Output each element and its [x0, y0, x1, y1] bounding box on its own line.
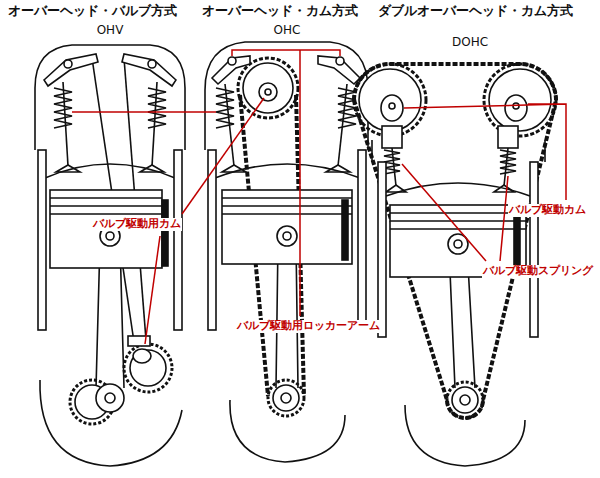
- valve-stem: [338, 84, 347, 166]
- title-text: ダブルオーバーヘッド・カム方式: [378, 4, 573, 19]
- camshaft: [259, 83, 277, 101]
- valve-spring: [216, 88, 234, 128]
- combustion-chamber: [45, 164, 175, 178]
- engine-type: DOHC: [452, 36, 488, 50]
- cam-sprocket: [238, 58, 298, 118]
- rocker-arm: [44, 54, 98, 86]
- crank-weight: [405, 405, 525, 466]
- camshaft: [265, 89, 271, 95]
- combustion-chamber: [215, 164, 360, 178]
- leader-lines: [72, 50, 566, 344]
- camshaft: [389, 103, 395, 109]
- part-label: バルブ駆動スプリング: [482, 265, 594, 278]
- piston-pin: [454, 240, 462, 248]
- tappet: [128, 336, 150, 346]
- piston-ring: [222, 198, 352, 214]
- cylinder-wall: [530, 162, 538, 337]
- camshaft: [381, 95, 403, 121]
- engine-type: OHV: [97, 24, 124, 38]
- rocker-arm: [212, 56, 250, 84]
- valve-stem: [392, 148, 396, 186]
- leader-line: [145, 236, 160, 344]
- crank-sprocket: [452, 387, 478, 413]
- crank-sprocket: [268, 380, 304, 416]
- leader-line: [402, 164, 486, 261]
- title-text: オーバーヘッド・カム方式: [202, 4, 358, 19]
- leader-line: [72, 111, 216, 113]
- cam-lobe: [133, 349, 151, 363]
- combustion-chamber: [386, 183, 530, 196]
- rocker-pivot: [336, 57, 344, 65]
- valve-stem: [63, 82, 68, 166]
- rocker-pivot: [64, 60, 72, 68]
- engine-type: OHC: [274, 24, 301, 38]
- valve-spring: [338, 88, 356, 128]
- valve-stem: [225, 84, 234, 166]
- piston-pin: [283, 232, 291, 240]
- cylinder-liner: [162, 200, 168, 266]
- crankshaft: [96, 384, 124, 412]
- crankshaft: [281, 393, 291, 403]
- crank-sprocket: [447, 382, 483, 418]
- piston-pin: [277, 226, 297, 246]
- part-label: バルブ駆動カム: [508, 204, 587, 217]
- valve-stem: [152, 82, 157, 166]
- cylinder-head: [205, 42, 368, 150]
- cylinder-wall: [208, 150, 216, 330]
- piston: [222, 190, 352, 264]
- cam-gear: [130, 350, 166, 386]
- leader-line: [404, 104, 566, 200]
- cylinder-wall: [38, 150, 46, 330]
- cam-sprocket: [489, 69, 551, 131]
- cylinder-wall: [358, 150, 366, 330]
- ohv-engine: [35, 45, 185, 466]
- part-label: バルブ駆動用カム: [92, 218, 182, 231]
- ohc-engine: [205, 42, 368, 462]
- tappet: [498, 126, 518, 148]
- piston-pin: [106, 232, 114, 240]
- cylinder-wall: [378, 162, 386, 337]
- cam-sprocket: [359, 69, 421, 131]
- rocker-arm: [122, 54, 176, 86]
- crank-weight: [40, 380, 182, 466]
- camshaft: [505, 95, 527, 121]
- leader-line: [182, 98, 264, 214]
- tappet: [382, 126, 402, 148]
- cylinder-wall: [174, 150, 182, 330]
- cylinder-liner: [342, 200, 348, 260]
- cylinder-head: [35, 45, 185, 150]
- leader-line: [500, 176, 508, 261]
- crank-sprocket: [273, 385, 299, 411]
- rocker-arm: [318, 56, 360, 84]
- cylinder-liner: [514, 214, 520, 272]
- part-label: バルブ駆動用ロッカーアーム: [236, 320, 381, 333]
- piston-ring: [390, 213, 526, 229]
- timing-chain: [354, 64, 556, 418]
- title-text: オーバーヘッド・バルブ方式: [8, 4, 177, 19]
- rocker-pivot: [148, 60, 156, 68]
- cam-sprocket: [484, 64, 556, 136]
- crankshaft: [460, 395, 470, 405]
- cam-gear: [124, 344, 172, 392]
- cam-sprocket: [243, 63, 293, 113]
- cam-sprocket: [354, 64, 426, 136]
- piston-ring: [50, 198, 162, 214]
- leader-line: [232, 50, 340, 316]
- crankshaft: [105, 393, 115, 403]
- rocker-pivot: [228, 57, 236, 65]
